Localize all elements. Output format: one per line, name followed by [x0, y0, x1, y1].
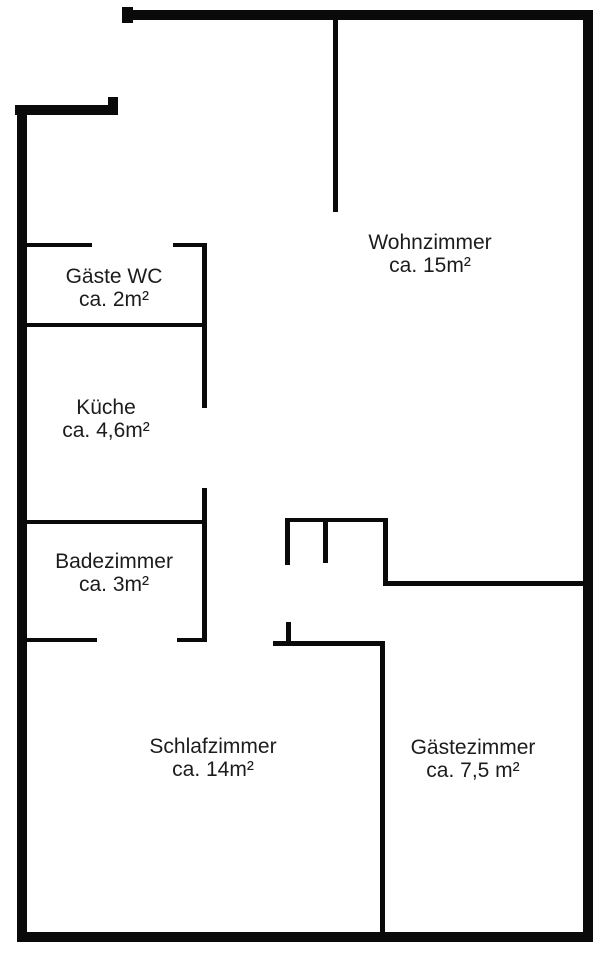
wc-top-wall-left [27, 243, 92, 247]
room-name: Gäste WC [65, 265, 163, 288]
hall-bottom-wall [273, 641, 385, 646]
room-label-gaestezimmer: Gästezimmer ca. 7,5 m² [411, 736, 536, 782]
room-label-gaeste-wc: Gäste WC ca. 2m² [66, 265, 163, 311]
hall-right-wall [383, 518, 388, 586]
outer-top-wall [122, 10, 593, 20]
bath-right-wall [202, 488, 207, 642]
room-area: ca. 2m² [78, 288, 150, 311]
room-name: Badezimmer [55, 550, 173, 573]
room-name: Schlafzimmer [149, 735, 277, 758]
room-name: Gästezimmer [410, 736, 536, 759]
entry-hall-wall [333, 20, 338, 212]
entry-left-wall-cap [108, 97, 118, 107]
hall-mid-jamb [323, 518, 328, 563]
room-label-schlafzimmer: Schlafzimmer ca. 14m² [149, 735, 276, 781]
outer-top-wall-cap [122, 7, 133, 23]
bath-bottom-wall-right [177, 638, 207, 642]
wc-top-wall-right [173, 243, 205, 247]
room-label-badezimmer: Badezimmer ca. 3m² [55, 550, 173, 596]
hall-left-jamb [285, 518, 290, 565]
bath-top-wall [27, 520, 207, 524]
room-area: ca. 7,5 m² [426, 759, 520, 782]
room-name: Wohnzimmer [368, 231, 492, 254]
hall-bottom-jamb [286, 622, 291, 641]
room-area: ca. 3m² [78, 573, 149, 596]
room-name: Küche [76, 396, 136, 419]
outer-right-wall [583, 10, 593, 942]
living-guest-divider [385, 581, 583, 586]
bedroom-guest-wall [380, 641, 385, 932]
hall-top-wall [285, 518, 388, 522]
room-area: ca. 14m² [172, 758, 254, 781]
wc-bottom-wall [27, 323, 205, 327]
room-label-wohnzimmer: Wohnzimmer ca. 15m² [368, 231, 491, 277]
entry-left-wall [15, 105, 118, 115]
bath-bottom-wall-left [27, 638, 97, 642]
room-area: ca. 15m² [389, 254, 471, 277]
room-area: ca. 4,6m² [62, 419, 150, 442]
outer-left-wall [17, 105, 27, 942]
room-label-kueche: Küche ca. 4,6m² [62, 396, 150, 442]
outer-bottom-wall [17, 932, 593, 942]
